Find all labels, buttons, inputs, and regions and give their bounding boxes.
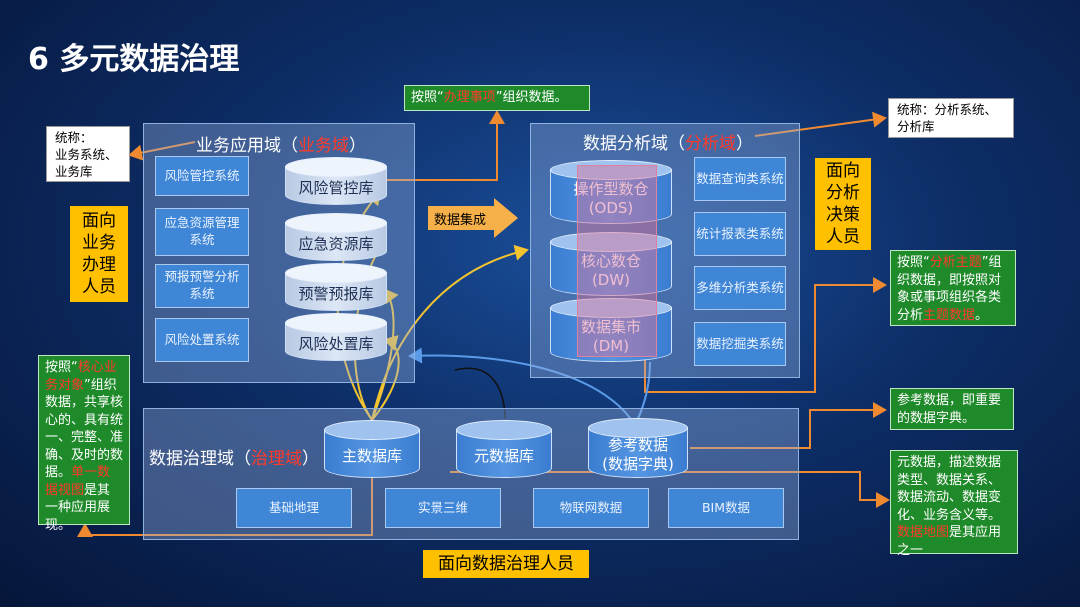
layer-basic-geography[interactable]: 基础地理 (236, 488, 352, 528)
db-metadata[interactable]: 元数据库 (456, 420, 552, 478)
tool-report[interactable]: 统计报表类系统 (694, 212, 786, 256)
metadata-callout: 元数据，描述数据类型、数据关系、数据流动、数据变化、业务含义等。数据地图是其应用… (890, 450, 1018, 558)
integration-arrow: 数据集成 (428, 198, 518, 238)
system-risk-disposal[interactable]: 风险处置系统 (155, 318, 249, 362)
role-governance: 面向数据治理人员 (423, 550, 589, 578)
page-title: 6 多元数据治理 (28, 42, 240, 77)
analysis-domain-title: 数据分析域（分析域） (583, 134, 753, 154)
store-ods[interactable]: 操作型数仓 (ODS) (550, 160, 672, 224)
topic-callout: 按照“分析主题”组织数据，即按照对象或事项组织各类分析主题数据。 (890, 250, 1016, 326)
db-risk-disposal[interactable]: 风险处置库 (285, 313, 387, 361)
matter-callout: 按照“办理事项”组织数据。 (404, 85, 590, 111)
reference-callout: 参考数据，即重要的数据字典。 (890, 388, 1014, 430)
db-warning-forecast[interactable]: 预警预报库 (285, 263, 387, 311)
business-domain-title: 业务应用域（业务域） (196, 136, 366, 156)
tool-query[interactable]: 数据查询类系统 (694, 157, 786, 201)
tool-mining[interactable]: 数据挖掘类系统 (694, 322, 786, 366)
db-risk-control[interactable]: 风险管控库 (285, 157, 387, 205)
layer-iot-data[interactable]: 物联网数据 (533, 488, 649, 528)
system-emergency-resource[interactable]: 应急资源管理系统 (155, 208, 249, 256)
db-master-data[interactable]: 主数据库 (324, 420, 420, 478)
db-emergency-resource[interactable]: 应急资源库 (285, 213, 387, 261)
business-collective-callout: 统称： 业务系统、 业务库 (46, 126, 130, 182)
analysis-collective-callout: 统称：分析系统、 分析库 (888, 98, 1014, 138)
system-risk-control[interactable]: 风险管控系统 (155, 156, 249, 196)
integration-label: 数据集成 (434, 213, 487, 228)
tool-olap[interactable]: 多维分析类系统 (694, 266, 786, 310)
store-dw[interactable]: 核心数仓 (DW) (550, 232, 672, 296)
db-reference-data[interactable]: 参考数据 (数据字典) (588, 418, 688, 478)
governance-domain-title: 数据治理域（治理域） (149, 449, 319, 469)
right-arrow-icon (428, 198, 518, 238)
role-business: 面向 业务 办理 人员 (70, 206, 128, 302)
role-analysis: 面向 分析 决策 人员 (815, 158, 871, 250)
system-forecast-warning[interactable]: 预报预警分析系统 (155, 264, 249, 308)
store-dm[interactable]: 数据集市 (DM) (550, 298, 672, 362)
layer-real-3d[interactable]: 实景三维 (385, 488, 501, 528)
layer-bim-data[interactable]: BIM数据 (668, 488, 784, 528)
data-stream-overlay (577, 165, 657, 357)
core-object-callout: 按照“核心业务对象”组织数据，共享核心的、具有统一、完整、准确、及时的数据。单一… (38, 355, 130, 533)
